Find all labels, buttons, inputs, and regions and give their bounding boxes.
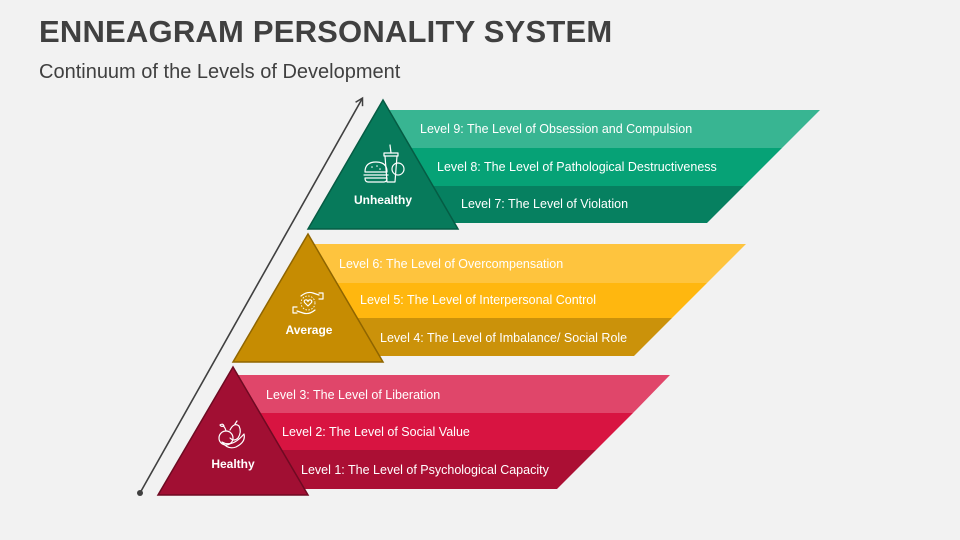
unhealthy-label: Unhealthy (354, 193, 412, 207)
continuum-arrow (137, 96, 364, 496)
level-band-unhealthy: Level 9: The Level of Obsession and Comp… (383, 110, 820, 223)
level-3-stripe[interactable] (233, 375, 670, 413)
level-1-label: Level 1: The Level of Psychological Capa… (301, 463, 550, 477)
healthy-label: Healthy (211, 457, 255, 471)
level-7-label: Level 7: The Level of Violation (461, 197, 628, 211)
level-9-label: Level 9: The Level of Obsession and Comp… (420, 122, 692, 136)
arrow-start-dot (137, 490, 143, 496)
level-3-label: Level 3: The Level of Liberation (266, 388, 440, 402)
level-4-label: Level 4: The Level of Imbalance/ Social … (380, 331, 627, 345)
level-7-stripe[interactable] (383, 186, 744, 223)
group-unhealthy: Level 9: The Level of Obsession and Comp… (306, 98, 820, 230)
level-8-label: Level 8: The Level of Pathological Destr… (437, 160, 717, 174)
level-2-stripe[interactable] (233, 413, 633, 450)
level-6-label: Level 6: The Level of Overcompensation (339, 257, 563, 271)
level-4-stripe[interactable] (308, 318, 672, 356)
level-9-stripe[interactable] (383, 110, 820, 148)
level-5-label: Level 5: The Level of Interpersonal Cont… (360, 293, 596, 307)
level-2-label: Level 2: The Level of Social Value (282, 425, 470, 439)
page-title: ENNEAGRAM PERSONALITY SYSTEM (39, 14, 613, 49)
average-triangle (231, 232, 385, 363)
level-band-average: Level 6: The Level of Overcompensation L… (308, 244, 746, 356)
caring-hands-heart-icon (292, 291, 324, 315)
unhealthy-triangle (306, 98, 460, 230)
level-1-stripe[interactable] (233, 450, 596, 489)
fruits-vegetables-icon (218, 420, 245, 449)
average-label: Average (286, 323, 333, 337)
group-average: Level 6: The Level of Overcompensation L… (231, 232, 746, 363)
group-healthy: Level 3: The Level of Liberation Level 2… (156, 365, 670, 496)
fast-food-icon (363, 144, 405, 183)
level-8-stripe[interactable] (383, 148, 782, 186)
level-band-healthy: Level 3: The Level of Liberation Level 2… (233, 375, 670, 489)
page-subtitle: Continuum of the Levels of Development (39, 61, 401, 83)
healthy-triangle (156, 365, 310, 496)
level-6-stripe[interactable] (308, 244, 746, 283)
level-5-stripe[interactable] (308, 283, 707, 318)
